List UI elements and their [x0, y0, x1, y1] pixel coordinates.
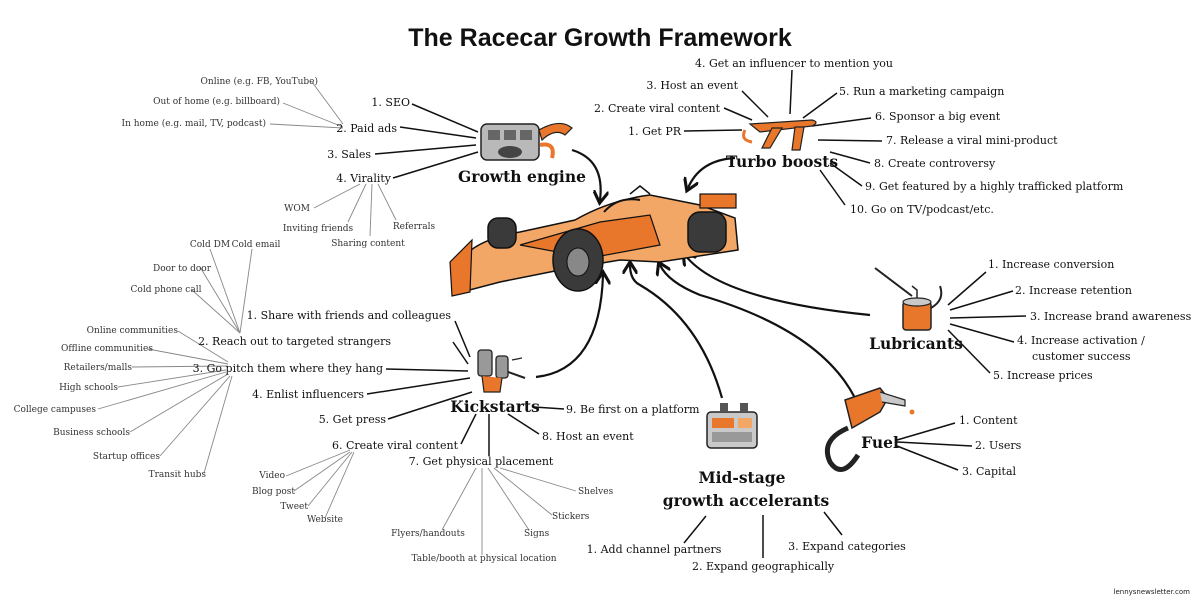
fuel-items: 1. Content 2. Users 3. Capital — [959, 414, 1022, 478]
strangers-sub: Cold email — [232, 240, 281, 250]
strangers-sub: Door to door — [153, 264, 212, 274]
placement-sub: Table/booth at physical location — [411, 554, 556, 564]
hang-sub: College campuses — [14, 405, 97, 415]
mid-stage-item: 1. Add channel partners — [587, 543, 722, 556]
turbo-boost-item: 8. Create controversy — [874, 157, 996, 170]
growth-engine-item: 3. Sales — [327, 148, 371, 161]
arrow-fuel — [660, 265, 856, 399]
lubricant-item: 5. Increase prices — [993, 369, 1093, 382]
viral-sub: Tweet — [280, 502, 308, 512]
arrow-lubricants — [685, 255, 871, 317]
kickstarts-heading: Kickstarts — [450, 397, 540, 416]
virality-sub: Sharing content — [331, 239, 405, 249]
turbo-boost-item: 4. Get an influencer to mention you — [695, 57, 893, 70]
placement-sub: Signs — [524, 529, 550, 539]
strangers-sub: Cold phone call — [131, 285, 202, 295]
turbo-boosts-items: 1. Get PR 2. Create viral content 3. Hos… — [594, 57, 1124, 216]
racecar-icon — [449, 185, 739, 297]
lubricant-item: 1. Increase conversion — [988, 258, 1114, 271]
paid-ads-sub: Online (e.g. FB, YouTube) — [201, 76, 318, 87]
fuel-heading: Fuel — [861, 433, 899, 452]
hang-sub: Offline communities — [61, 344, 153, 354]
placement-sub: Shelves — [578, 487, 614, 497]
paid-ads-sub: Out of home (e.g. billboard) — [153, 96, 280, 107]
lubricant-item: 4. Increase activation / — [1017, 334, 1145, 347]
lubricant-item: 2. Increase retention — [1015, 284, 1132, 297]
turbo-boost-item: 5. Run a marketing campaign — [839, 85, 1004, 98]
fuel-item: 2. Users — [975, 439, 1022, 452]
growth-engine-item: 4. Virality — [336, 172, 392, 185]
turbo-boost-item: 7. Release a viral mini-product — [886, 134, 1058, 147]
growth-engine-item: 2. Paid ads — [336, 122, 397, 135]
turbo-boost-item: 3. Host an event — [646, 79, 738, 92]
kickstarts-items: 1. Share with friends and colleagues 2. … — [14, 240, 700, 564]
battery-icon — [706, 403, 758, 449]
kickstart-item: 9. Be first on a platform — [566, 403, 700, 416]
pedals-icon — [477, 349, 526, 393]
placement-sub: Stickers — [552, 512, 590, 522]
turbo-spoiler-icon — [742, 119, 817, 151]
arrow-kickstarts — [535, 275, 603, 379]
virality-sub: Inviting friends — [283, 224, 354, 234]
strangers-sub: Cold DM — [190, 240, 230, 250]
mid-stage-item: 2. Expand geographically — [692, 560, 835, 573]
hang-sub: Transit hubs — [149, 470, 207, 480]
lubricants-heading: Lubricants — [869, 334, 963, 353]
kickstart-item: 6. Create viral content — [332, 439, 459, 452]
hang-sub: High schools — [59, 383, 118, 393]
kickstart-item: 2. Reach out to targeted strangers — [198, 335, 391, 348]
turbo-boost-item: 1. Get PR — [628, 125, 682, 138]
engine-icon — [480, 122, 573, 161]
arrow-growth-engine — [571, 148, 601, 200]
fuel-item: 1. Content — [959, 414, 1018, 427]
fuel-item: 3. Capital — [962, 465, 1017, 478]
arrow-turbo-boosts — [688, 156, 736, 188]
turbo-boosts-heading: Turbo boosts — [726, 152, 839, 171]
viral-sub: Video — [258, 471, 285, 481]
kickstart-item: 3. Go pitch them where they hang — [193, 362, 383, 375]
hang-sub: Startup offices — [93, 452, 161, 462]
hang-sub: Business schools — [53, 428, 130, 438]
growth-engine-items: 1. SEO 2. Paid ads 3. Sales 4. Virality … — [122, 76, 436, 249]
arrow-mid-stage — [630, 265, 724, 399]
kickstart-item: 8. Host an event — [542, 430, 634, 443]
virality-sub: WOM — [284, 204, 310, 214]
paid-ads-sub: In home (e.g. mail, TV, podcast) — [122, 118, 266, 129]
mid-stage-item: 3. Expand categories — [788, 540, 906, 553]
growth-engine-item: 1. SEO — [371, 96, 410, 109]
viral-sub: Blog post — [252, 487, 295, 497]
connector-lines — [97, 69, 1027, 558]
kickstart-item: 4. Enlist influencers — [252, 388, 364, 401]
hang-sub: Retailers/malls — [64, 363, 133, 373]
turbo-boost-item: 6. Sponsor a big event — [875, 110, 1001, 123]
mid-stage-items: 1. Add channel partners 2. Expand geogra… — [587, 540, 907, 573]
kickstart-item: 1. Share with friends and colleagues — [247, 309, 452, 322]
lubricant-item: 3. Increase brand awareness — [1030, 310, 1192, 323]
kickstart-item: 7. Get physical placement — [409, 455, 554, 468]
lubricants-items: 1. Increase conversion 2. Increase reten… — [988, 258, 1192, 382]
placement-sub: Flyers/handouts — [391, 529, 465, 539]
page-title: The Racecar Growth Framework — [408, 24, 792, 52]
fuel-nozzle-icon — [824, 387, 915, 472]
oil-can-icon — [874, 267, 943, 331]
mid-stage-heading-line1: Mid-stage — [699, 468, 786, 487]
hang-sub: Online communities — [87, 326, 179, 336]
turbo-boost-item: 9. Get featured by a highly trafficked p… — [865, 180, 1124, 193]
turbo-boost-item: 10. Go on TV/podcast/etc. — [850, 203, 994, 216]
growth-engine-heading: Growth engine — [458, 167, 586, 186]
kickstart-item: 5. Get press — [319, 413, 387, 426]
virality-sub: Referrals — [393, 222, 436, 232]
turbo-boost-item: 2. Create viral content — [594, 102, 721, 115]
credit-text: lennysnewsletter.com — [1114, 588, 1191, 596]
viral-sub: Website — [307, 515, 343, 525]
mid-stage-heading-line2: growth accelerants — [663, 491, 830, 510]
arrows-to-car — [535, 148, 871, 399]
lubricant-item: customer success — [1032, 350, 1131, 363]
